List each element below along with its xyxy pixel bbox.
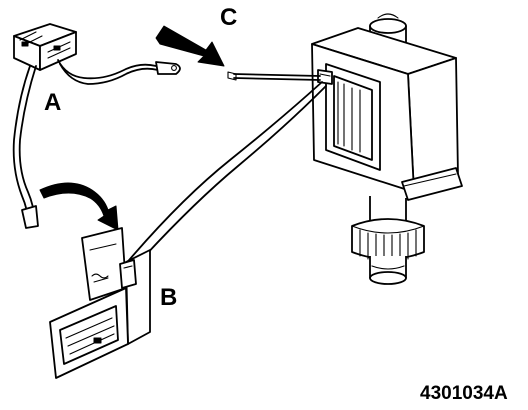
callout-b: B bbox=[160, 284, 177, 311]
terminal-housing-b bbox=[49, 227, 151, 379]
wire-harness bbox=[123, 71, 327, 271]
figure-number: 4301034A bbox=[420, 383, 508, 404]
connector-a-leads bbox=[12, 59, 181, 229]
connector-a bbox=[13, 23, 77, 71]
pump-assembly bbox=[311, 13, 463, 285]
callout-c: C bbox=[220, 4, 237, 31]
arrow-to-c bbox=[155, 25, 225, 67]
arrow-to-b bbox=[39, 182, 119, 231]
callout-a: A bbox=[44, 89, 61, 116]
